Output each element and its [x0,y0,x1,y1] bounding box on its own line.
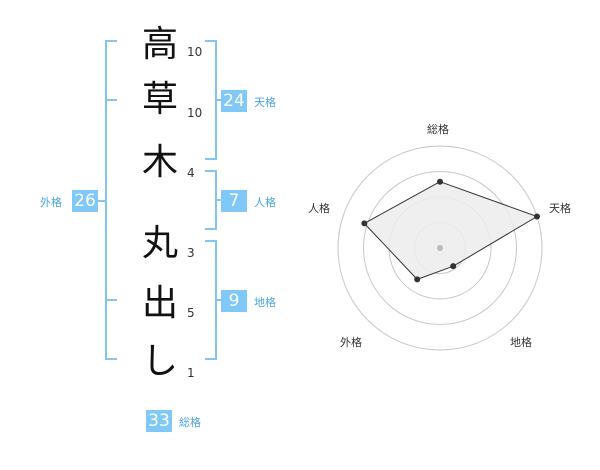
soukaku-label: 総格 [179,416,201,429]
name-char-5: 出 [141,283,178,324]
bracket-tick [105,299,117,301]
radar-label-tenkaku: 天格 [549,202,571,215]
radar-point-chikaku [450,263,457,270]
radar-point-jinkaku [361,220,368,227]
radar-center-dot [437,245,443,251]
jinkaku-label: 人格 [254,196,276,209]
gaikaku-value-badge: 26 [72,190,98,212]
radar-label-gaikaku: 外格 [340,336,362,349]
gaikaku-bracket [105,40,117,360]
radar-polygon [363,181,539,280]
name-char-6: し [141,341,178,382]
gaikaku-label: 外格 [40,196,62,209]
stroke-count-2: 10 [187,106,203,120]
tenkaku-value-badge: 24 [221,90,247,112]
stroke-count-3: 4 [187,166,195,180]
radar-label-soukaku: 総格 [427,123,449,136]
radar-label-jinkaku: 人格 [308,202,330,215]
chikaku-value-badge: 9 [221,290,247,312]
stroke-count-5: 5 [187,306,195,320]
chikaku-label: 地格 [254,296,276,309]
name-char-3: 木 [141,142,178,183]
bracket-connector [98,200,106,202]
jinkaku-value-badge: 7 [221,190,247,212]
bracket-connector [216,199,221,201]
stroke-count-6: 1 [187,366,195,380]
stroke-count-4: 3 [187,246,195,260]
bracket-tick [105,99,117,101]
stroke-count-1: 10 [187,45,203,59]
radar-ring [363,171,517,325]
radar-ring [337,145,543,351]
radar-point-gaikaku [414,276,421,283]
bracket-connector [216,299,221,301]
radar-label-chikaku: 地格 [510,336,532,349]
radar-point-soukaku [437,178,443,185]
tenkaku-label: 天格 [254,96,276,109]
radar-point-tenkaku [534,213,541,220]
soukaku-value-badge: 33 [146,410,172,432]
name-char-1: 高 [141,24,178,65]
bracket-connector [216,99,221,101]
name-char-4: 丸 [141,223,178,264]
name-char-2: 草 [141,79,178,120]
